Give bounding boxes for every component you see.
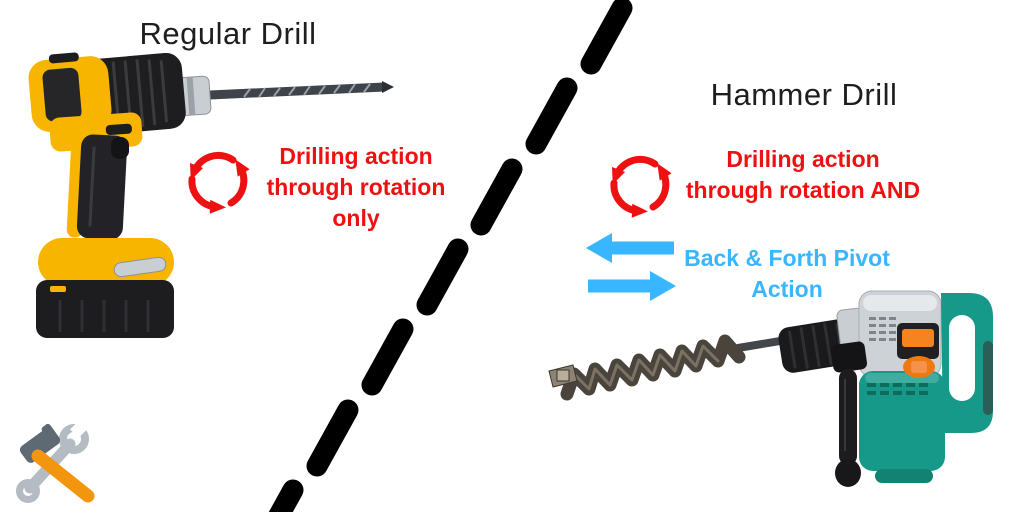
- rotation-arrows-icon: [188, 151, 250, 214]
- caption-line: only: [332, 205, 380, 231]
- caption-line: Back & Forth Pivot: [684, 245, 890, 271]
- caption-line: Action: [751, 276, 823, 302]
- rotation-arrows-icon: [610, 155, 672, 218]
- back-forth-arrows-icon: [586, 233, 676, 301]
- motor-housing: [28, 52, 112, 132]
- regular-drill-title: Regular Drill: [139, 16, 317, 51]
- bit-holder: [172, 75, 212, 117]
- battery-pack: [36, 280, 174, 338]
- teal-body: [859, 293, 993, 483]
- pivot-caption: Back & Forth Pivot Action: [667, 243, 907, 305]
- rotation-caption-left: Drilling action through rotation only: [256, 141, 456, 234]
- drill-bit: [205, 81, 394, 100]
- hammer-drill-illustration: [548, 290, 993, 487]
- hammer-drill-title: Hammer Drill: [710, 77, 898, 112]
- caption-line: through rotation AND: [685, 177, 921, 203]
- trigger: [111, 137, 129, 159]
- handle-grip: [66, 133, 128, 240]
- rotation-caption-right: Drilling action through rotation AND: [668, 144, 938, 206]
- drill-base: [38, 238, 174, 286]
- spiral-bit: [548, 334, 796, 401]
- power-switch: [902, 329, 934, 347]
- collar: [836, 307, 868, 357]
- drill-mid-body: [49, 112, 143, 152]
- side-handle: [830, 341, 868, 487]
- caption-line: through rotation: [266, 174, 446, 200]
- caption-line: Drilling action: [726, 146, 880, 172]
- left-arrow-icon: [586, 233, 674, 263]
- caption-line: Drilling action: [279, 143, 433, 169]
- hammer: [19, 423, 95, 503]
- right-arrow-icon: [588, 271, 676, 301]
- hammer-wrench-icon: [16, 418, 95, 503]
- mode-dial: [903, 356, 935, 378]
- chuck: [78, 52, 186, 136]
- sds-chuck: [778, 319, 854, 373]
